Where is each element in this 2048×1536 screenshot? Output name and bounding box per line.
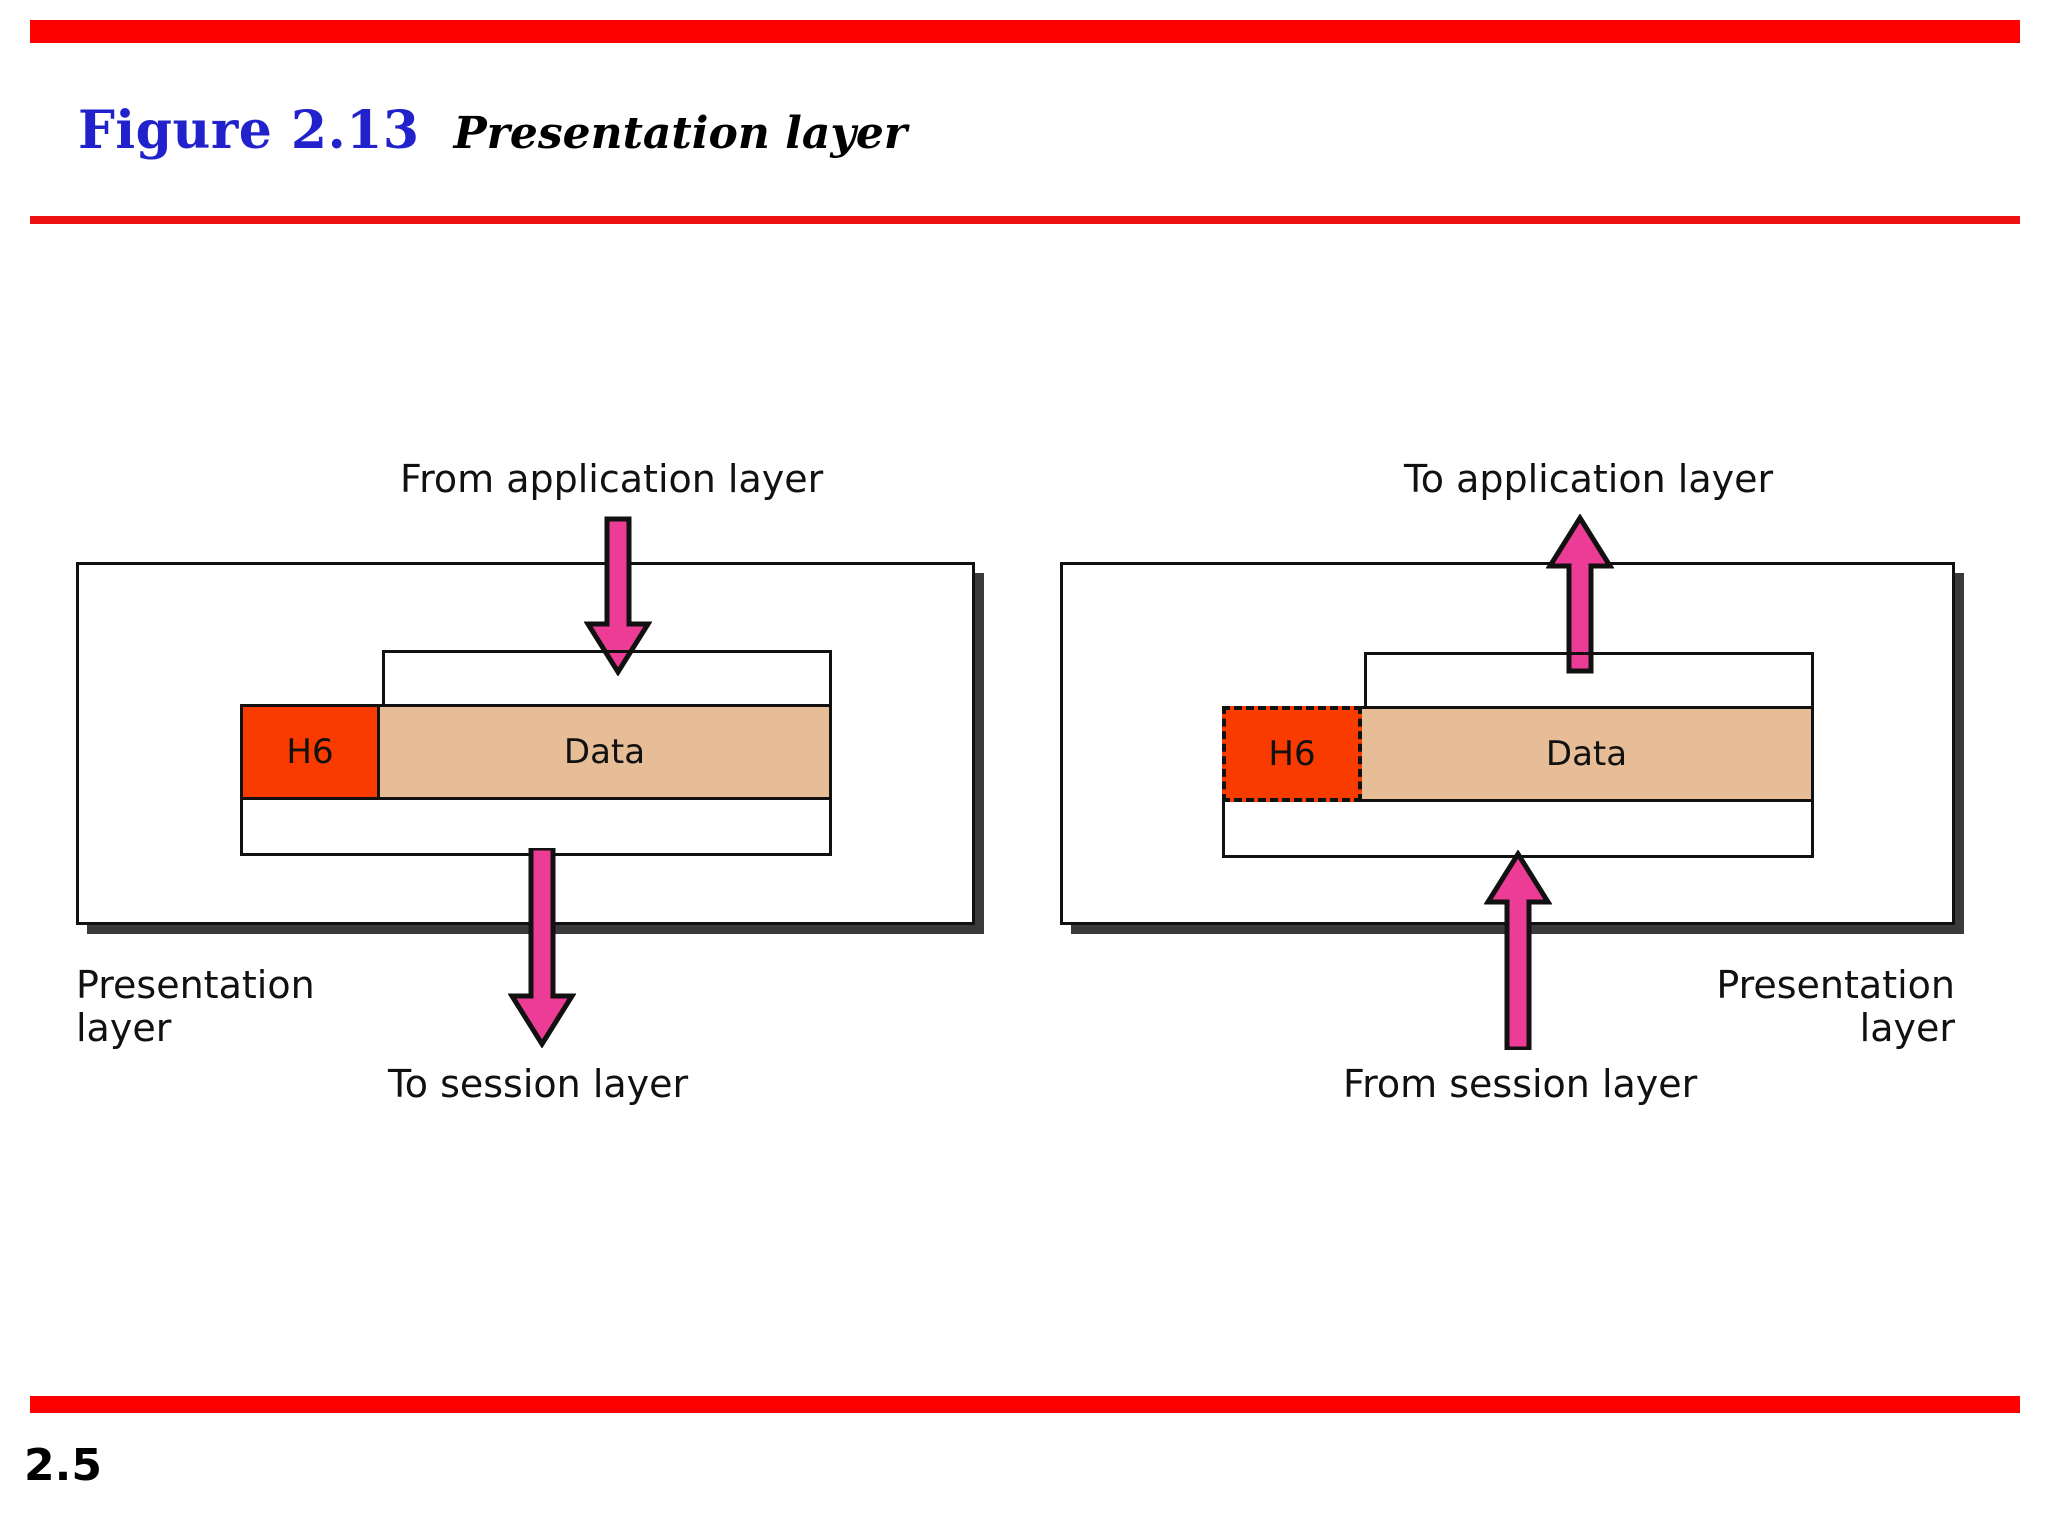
page-number: 2.5 [24, 1440, 102, 1491]
label-from-application-layer: From application layer [400, 457, 824, 501]
figure-title-row: Figure 2.13 Presentation layer [78, 100, 907, 170]
label-to-session-layer: To session layer [388, 1062, 689, 1106]
label-to-application-layer: To application layer [1404, 457, 1774, 501]
packet-left: H6 Data [240, 704, 832, 800]
packet-right: H6 Data [1222, 706, 1814, 802]
figure-number: Figure 2.13 [78, 100, 420, 161]
packet-data-cell-left: Data [380, 704, 832, 800]
packet-header-cell-right: H6 [1222, 706, 1362, 802]
top-red-rule [30, 20, 2020, 43]
label-presentation-layer-left: Presentation layer [76, 963, 315, 1050]
packet-header-cell-left: H6 [240, 704, 380, 800]
bracket-top-left [382, 650, 832, 706]
title-underline-rule [30, 216, 2020, 224]
bracket-top-right [1364, 652, 1814, 708]
packet-data-cell-right: Data [1362, 706, 1814, 802]
arrow-up-from-session-layer [1484, 850, 1552, 1050]
label-presentation-layer-right: Presentation layer [1716, 963, 1955, 1050]
arrow-up-to-application-layer [1546, 514, 1614, 674]
arrow-down-to-session-layer [508, 848, 576, 1048]
bottom-red-rule [30, 1396, 2020, 1413]
figure-caption: Presentation layer [453, 108, 908, 159]
arrow-down-from-application-layer [584, 516, 652, 676]
label-from-session-layer: From session layer [1343, 1062, 1698, 1106]
